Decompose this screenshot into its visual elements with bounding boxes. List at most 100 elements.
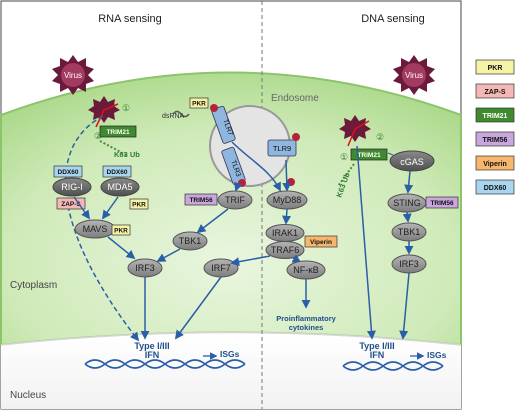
arrow-rigi-mavs xyxy=(73,196,91,220)
ifn-label-rna-2: IFN xyxy=(145,350,160,360)
traf6-node xyxy=(265,241,305,259)
trim56-tag-trif-label: TRIM56 xyxy=(189,197,213,204)
step-two-dna: ② xyxy=(376,132,384,142)
arrow-trif-tbk1 xyxy=(196,208,229,234)
legend-swatch-viperin xyxy=(475,155,515,171)
irf7-label: IRF7 xyxy=(211,263,231,273)
step-one-rna: ① xyxy=(122,103,130,113)
zaps-tag-label: ZAP-S xyxy=(61,201,81,208)
legend-label-trim56: TRIM56 xyxy=(483,137,508,144)
irak1-label: IRAK1 xyxy=(272,228,298,238)
tbk1-label-dna: TBK1 xyxy=(398,227,421,237)
mda5-node xyxy=(100,177,140,197)
virus-icon-rna: Virus xyxy=(52,55,94,95)
k63-chain-dna xyxy=(337,163,355,187)
k63-chain-rna xyxy=(99,140,129,157)
legend-label-zaps: ZAP-S xyxy=(485,89,506,96)
ddx60-tag-mda5-label: DDX60 xyxy=(107,169,128,176)
header-dna-sensing: DNA sensing xyxy=(361,13,425,25)
dsrna-strand xyxy=(172,110,190,118)
trim21-tag-rna xyxy=(99,125,137,138)
trim21-tag-dna-label: TRIM21 xyxy=(357,152,381,159)
trim21-tag-rna-label: TRIM21 xyxy=(106,129,130,136)
rig-i-label: RIG-I xyxy=(61,182,83,192)
mavs-label: MAVS xyxy=(83,224,108,234)
trif-label: TRIF xyxy=(225,195,245,205)
dsrna-label: dsRNA xyxy=(162,113,185,120)
trim56-tag-trif xyxy=(184,193,218,206)
tbk1-label-rna: TBK1 xyxy=(179,236,202,246)
arrow-tlr7-myd88 xyxy=(231,141,281,192)
legend-swatch-zaps xyxy=(475,83,515,99)
virus-particle-rna xyxy=(88,96,120,128)
legend-label-trim21: TRIM21 xyxy=(483,113,508,120)
arrow-traf6-irf7 xyxy=(230,255,271,267)
tlr9-label: TLR9 xyxy=(273,144,291,153)
arrow-mavs-irf3 xyxy=(107,236,136,260)
rig-i-node xyxy=(52,177,92,197)
viperin-tag xyxy=(304,235,338,248)
pkr-tag-mda5 xyxy=(129,198,149,210)
cytoplasm-label: Cytoplasm xyxy=(10,280,57,291)
virus-label-dna: Virus xyxy=(405,71,423,80)
arrow-tlr9-myd88 xyxy=(282,159,292,192)
legend-swatch-trim56 xyxy=(475,131,515,147)
pkr-tag-mavs-label: PKR xyxy=(114,228,128,235)
arrow-sting-tbk1 xyxy=(402,211,412,223)
pkr-tag-dsrna-label: PKR xyxy=(192,101,206,108)
endosome-label: Endosome xyxy=(271,93,319,104)
legend-swatch-trim21 xyxy=(475,107,515,123)
link-trim21-cgas xyxy=(387,152,394,156)
pkr-tag-mda5-label: PKR xyxy=(132,202,146,209)
nuclear-membrane xyxy=(0,331,462,346)
arrow-cgas-sting xyxy=(404,170,414,194)
virus-label-rna: Virus xyxy=(64,71,82,80)
virus-icon-dna: Virus xyxy=(393,55,435,95)
mda5-label: MDA5 xyxy=(107,182,132,192)
dna-strand-rna xyxy=(84,359,246,369)
ddx60-tag-rigi xyxy=(53,165,83,178)
step-one-dna: ① xyxy=(340,152,348,162)
k63-label-rna: K63 Ub xyxy=(114,150,140,159)
legend-swatch-pkr xyxy=(475,59,515,75)
sting-label: STING xyxy=(393,198,421,208)
ddx60-tag-mda5 xyxy=(102,165,132,178)
ifn-label-rna: Type I/III xyxy=(134,341,169,351)
arrow-mda5-mavs xyxy=(101,196,119,220)
cgas-label: cGAS xyxy=(400,157,424,167)
isgs-label-dna: ISGs xyxy=(427,350,447,360)
zaps-tag xyxy=(56,197,86,210)
viperin-tag-label: Viperin xyxy=(310,239,332,246)
ddx60-tag-rigi-label: DDX60 xyxy=(58,169,79,176)
arrow-virus-ifn-dna xyxy=(356,145,376,340)
irf3-label-dna: IRF3 xyxy=(399,259,419,269)
header-rna-sensing: RNA sensing xyxy=(98,13,162,25)
traf6-label: TRAF6 xyxy=(271,245,300,255)
isgs-label-rna: ISGs xyxy=(220,349,240,359)
irf3-label-rna: IRF3 xyxy=(135,263,155,273)
legend-label-ddx60: DDX60 xyxy=(484,185,507,192)
dna-strand-dna xyxy=(342,361,444,371)
arrow-tlr3-trif xyxy=(234,181,243,192)
arrow-myd88-irak1 xyxy=(282,208,292,225)
pkr-tag-dsrna xyxy=(189,97,209,109)
legend-swatch-ddx60 xyxy=(475,179,515,195)
myd88-label: MyD88 xyxy=(273,195,302,205)
virus-particle-dna xyxy=(339,115,371,147)
step-two-rna: ② xyxy=(94,131,102,141)
ifn-label-dna-2: IFN xyxy=(370,350,385,360)
arrow-irf3-ifn-dna xyxy=(399,272,410,340)
trim56-tag-sting xyxy=(425,196,459,209)
arrow-tbk1-irf3 xyxy=(156,248,181,262)
trim56-tag-sting-label: TRIM56 xyxy=(430,200,454,207)
trim21-tag-dna xyxy=(350,148,388,161)
ifn-label-dna: Type I/III xyxy=(359,341,394,351)
legend-label-pkr: PKR xyxy=(488,65,503,72)
arrow-irf7-ifn xyxy=(174,276,222,340)
nucleus-label: Nucleus xyxy=(10,390,46,401)
tbk1-node-rna xyxy=(172,231,208,251)
pkr-tag-mavs xyxy=(111,224,131,236)
